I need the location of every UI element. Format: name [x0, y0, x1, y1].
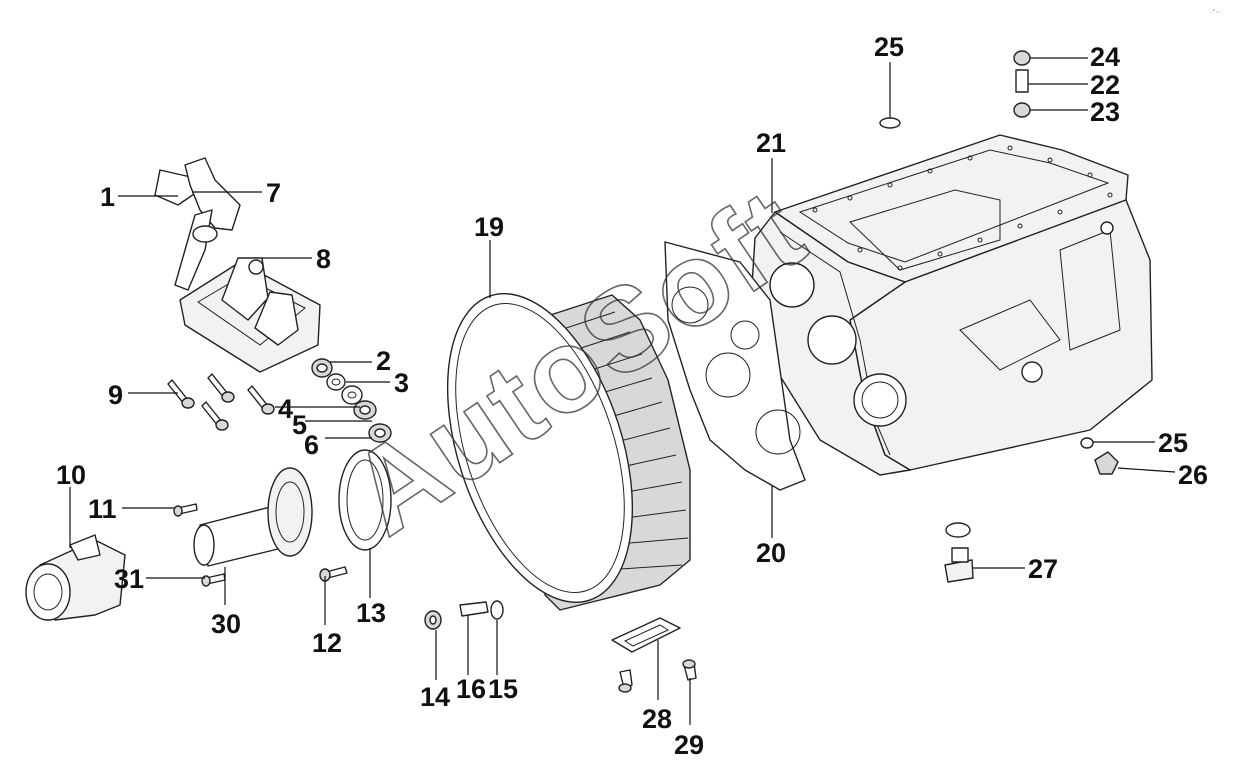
callout-29: 29 [674, 730, 704, 760]
corner-mark: ·°··· [1210, 8, 1222, 16]
callout-9: 9 [108, 380, 123, 410]
callout-26: 26 [1178, 460, 1208, 490]
callout-12: 12 [312, 628, 342, 658]
callout-16: 16 [456, 674, 486, 704]
callout-11: 11 [88, 494, 117, 524]
callout-4: 4 [278, 394, 293, 424]
callout-19: 19 [474, 212, 504, 242]
release-fork-housing [25, 534, 126, 621]
leader-lines [69, 57, 1176, 725]
callout-14: 14 [420, 682, 450, 712]
gearbox-housing [751, 134, 1153, 476]
clutch-bell-housing [446, 293, 691, 611]
callout-25-top: 25 [874, 32, 904, 62]
callout-5: 5 [292, 410, 307, 440]
callout-8: 8 [316, 244, 331, 274]
callout-31: 31 [114, 564, 144, 594]
top-small-parts [879, 50, 1031, 129]
callout-20: 20 [756, 538, 786, 568]
callout-labels: 1 7 8 2 3 4 5 6 9 10 11 31 30 12 13 14 1… [56, 32, 1208, 760]
shift-cover [179, 257, 321, 373]
seal-rings [311, 358, 392, 443]
callout-25-side: 25 [1158, 428, 1188, 458]
callout-28: 28 [642, 704, 672, 734]
inspection-cover [611, 617, 697, 693]
callout-24: 24 [1090, 42, 1120, 72]
callout-10: 10 [56, 460, 86, 490]
input-shaft-retainer [193, 467, 313, 567]
callout-1: 1 [100, 182, 115, 212]
callout-22: 22 [1090, 70, 1120, 100]
callout-23: 23 [1090, 97, 1120, 127]
cover-bolts [167, 373, 275, 431]
callout-21: 21 [756, 128, 786, 158]
callout-3: 3 [394, 368, 409, 398]
gasket-plate [664, 241, 806, 491]
callout-13: 13 [356, 598, 386, 628]
stud-nut-washer [424, 600, 504, 630]
callout-2: 2 [376, 346, 391, 376]
callout-30: 30 [211, 609, 241, 639]
callout-15: 15 [488, 674, 518, 704]
callout-6: 6 [304, 430, 319, 460]
callout-7: 7 [266, 178, 281, 208]
callout-27: 27 [1028, 554, 1058, 584]
right-small-parts [944, 437, 1119, 583]
retainer-gasket [338, 449, 392, 551]
